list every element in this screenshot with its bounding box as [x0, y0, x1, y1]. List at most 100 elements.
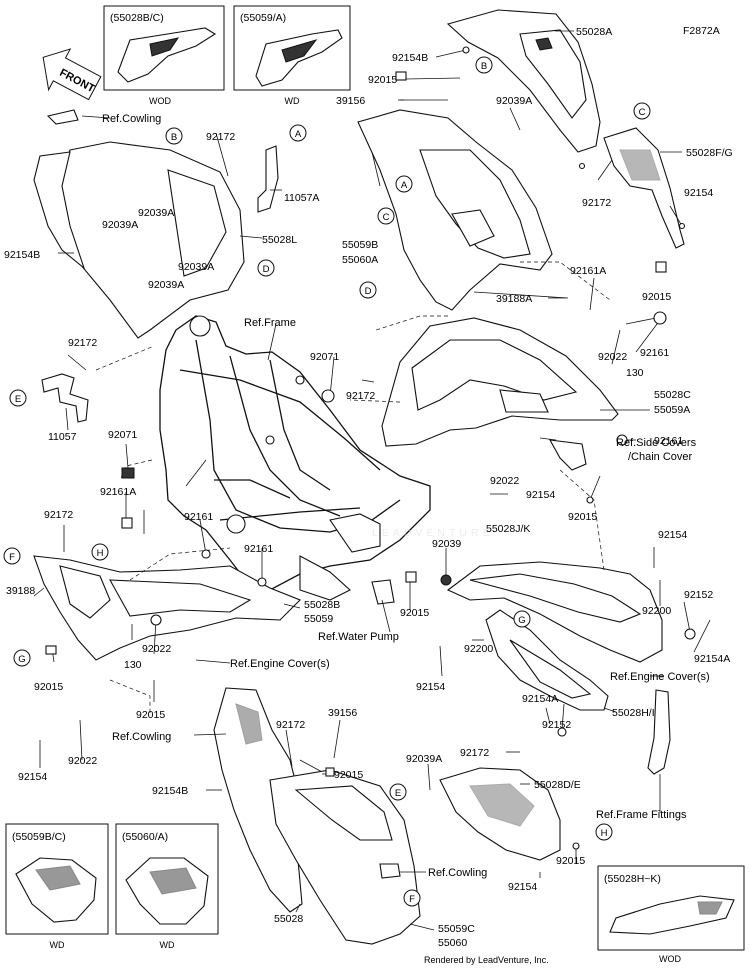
- label-55028C: 55028C: [654, 389, 691, 401]
- label-55028: 55028: [274, 913, 303, 925]
- ref-engine-cover: Ref.Engine Cover(s): [230, 658, 330, 670]
- label-92015: 92015: [400, 607, 429, 619]
- label-92200: 92200: [464, 643, 493, 655]
- svg-text:B: B: [481, 61, 487, 72]
- svg-text:G: G: [18, 654, 25, 665]
- label-39156: 39156: [328, 707, 357, 719]
- label-92152: 92152: [684, 589, 713, 601]
- inset-code: (55028H~K): [604, 873, 661, 885]
- cowl-55028DE: [439, 767, 561, 861]
- svg-text:C: C: [383, 212, 390, 223]
- label-92015: 92015: [34, 681, 63, 693]
- callout-G-right: G: [513, 610, 531, 628]
- ref-frame-fittings: Ref.Frame Fittings: [596, 809, 687, 821]
- svg-text:E: E: [395, 788, 401, 799]
- callout-G-left: G: [13, 649, 31, 667]
- inset-caption: WD: [160, 940, 175, 950]
- inset-caption: WOD: [659, 954, 681, 964]
- inset-code: (55059B/C): [12, 831, 66, 843]
- label-92022: 92022: [142, 643, 171, 655]
- label-92172: 92172: [206, 131, 235, 143]
- inset-code: (55028B/C): [110, 12, 164, 24]
- inset-55060A: (55060/A) WD: [115, 823, 219, 950]
- cowl-55028B: [33, 555, 301, 661]
- fasteners: [45, 46, 696, 850]
- cowl-55028C: [381, 317, 619, 447]
- callout-B-top: B: [475, 56, 493, 74]
- label-92022: 92022: [68, 755, 97, 767]
- svg-text:F: F: [9, 552, 15, 563]
- label-92039A: 92039A: [148, 279, 184, 291]
- callout-B-left: B: [165, 127, 183, 145]
- label-92015: 92015: [568, 511, 597, 523]
- cowl-55028A: [446, 9, 601, 153]
- label-55059B: 55059B: [342, 239, 378, 251]
- inset-code: (55060/A): [122, 831, 168, 843]
- label-92154: 92154: [658, 529, 687, 541]
- label-92154: 92154: [684, 187, 713, 199]
- svg-text:G: G: [518, 615, 525, 626]
- watermark: LEADVENTURE: [372, 527, 494, 539]
- ref-cowling: Ref.Cowling: [102, 113, 161, 125]
- label-92154: 92154: [416, 681, 445, 693]
- callout-C-mid: C: [377, 207, 395, 225]
- label-92015: 92015: [136, 709, 165, 721]
- label-39188: 39188: [6, 585, 35, 597]
- label-92071: 92071: [108, 429, 137, 441]
- label-55028FG: 55028F/G: [686, 147, 733, 159]
- ref-side-covers: Ref.Side Covers: [616, 437, 697, 449]
- label-55059C: 55059C: [438, 923, 475, 935]
- callout-A-left: A: [289, 124, 307, 142]
- label-92154B: 92154B: [152, 785, 188, 797]
- label-39156: 39156: [336, 95, 365, 107]
- side-cover-bracket: [548, 439, 587, 471]
- label-92039A: 92039A: [102, 219, 138, 231]
- part-labels: 55028A 92154B 92015 39156 92039A 55028F/…: [4, 26, 733, 949]
- label-92039A: 92039A: [178, 261, 214, 273]
- label-92015: 92015: [556, 855, 585, 867]
- callout-D-left: D: [257, 259, 275, 277]
- front-arrow: FRONT: [42, 48, 102, 101]
- cowl-55028: [213, 687, 303, 913]
- label-55028DE: 55028D/E: [534, 779, 581, 791]
- inset-caption: WD: [285, 96, 300, 106]
- svg-text:H: H: [601, 828, 608, 839]
- callout-D-mid: D: [359, 281, 377, 299]
- bracket-cowling-ref: [46, 109, 79, 125]
- svg-text:A: A: [295, 129, 302, 140]
- cowling-bracket: [379, 863, 401, 879]
- label-92015: 92015: [334, 769, 363, 781]
- label-130: 130: [124, 659, 142, 671]
- svg-text:C: C: [639, 107, 646, 118]
- label-55060: 55060: [438, 937, 467, 949]
- callout-H-left: H: [91, 543, 109, 561]
- inset-caption: WOD: [149, 96, 171, 106]
- inset-code: (55059/A): [240, 12, 286, 24]
- label-92022: 92022: [490, 475, 519, 487]
- label-92161: 92161: [654, 435, 683, 447]
- water-pump-bracket: [371, 579, 395, 605]
- label-92154: 92154: [526, 489, 555, 501]
- cowl-55028L: [33, 141, 245, 339]
- label-92039A: 92039A: [496, 95, 532, 107]
- svg-text:H: H: [97, 548, 104, 559]
- label-55059: 55059: [304, 613, 333, 625]
- bracket-11057A: [257, 145, 279, 213]
- ref-cowling: Ref.Cowling: [428, 867, 487, 879]
- label-92172: 92172: [460, 747, 489, 759]
- bracket-11057: [41, 373, 89, 423]
- label-11057A: 11057A: [284, 192, 319, 204]
- rod-39188A: [473, 291, 569, 299]
- figure-code: F2872A: [683, 25, 720, 37]
- label-39188A: 39188A: [496, 293, 532, 305]
- label-55028HI: 55028H/I: [612, 707, 655, 719]
- ref-cowling: Ref.Cowling: [112, 731, 171, 743]
- label-55028L: 55028L: [262, 234, 297, 246]
- callout-H-bottom: H: [595, 823, 613, 841]
- frame: [159, 315, 431, 601]
- label-92154: 92154: [18, 771, 47, 783]
- svg-text:B: B: [171, 132, 177, 143]
- label-92039A: 92039A: [138, 207, 174, 219]
